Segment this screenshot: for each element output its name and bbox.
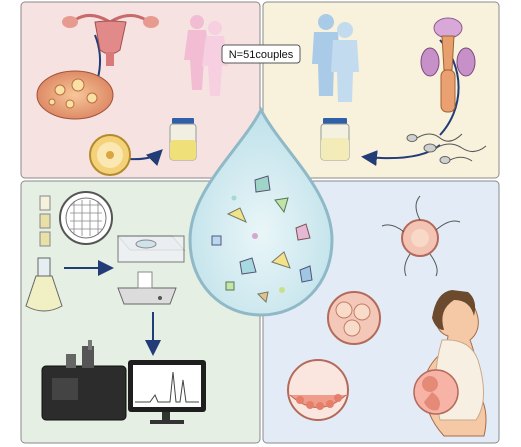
droplet-icon <box>188 106 334 317</box>
embryo-cleavage-icon <box>327 291 381 345</box>
center-label-box: N=51couples <box>221 44 301 64</box>
hotplate-icon <box>117 271 177 305</box>
oocyte-icon <box>89 134 131 176</box>
ovary-icon <box>36 70 114 120</box>
microplastic-particle-icon <box>211 175 313 304</box>
fetus-icon <box>413 369 459 415</box>
reagent-bottles-icon <box>39 195 51 247</box>
uterus-icon <box>62 14 159 66</box>
flask-icon <box>25 257 63 312</box>
fertilized-egg-icon <box>381 195 461 277</box>
top-right-panel <box>262 1 500 179</box>
sperm-icon <box>406 133 487 164</box>
center-label: N=51couples <box>229 49 294 61</box>
chromatogram-monitor-icon <box>128 360 206 424</box>
follicular-fluid-jar-icon <box>169 118 197 161</box>
male-couple-figure-icon <box>312 14 359 102</box>
blastocyst-icon <box>287 359 349 421</box>
filter-membrane-icon <box>59 191 113 245</box>
male-reproductive-organ-icon <box>420 17 476 113</box>
semen-jar-icon <box>320 118 350 161</box>
mass-spectrometer-icon <box>41 340 127 421</box>
digestion-tank-icon <box>116 235 186 263</box>
